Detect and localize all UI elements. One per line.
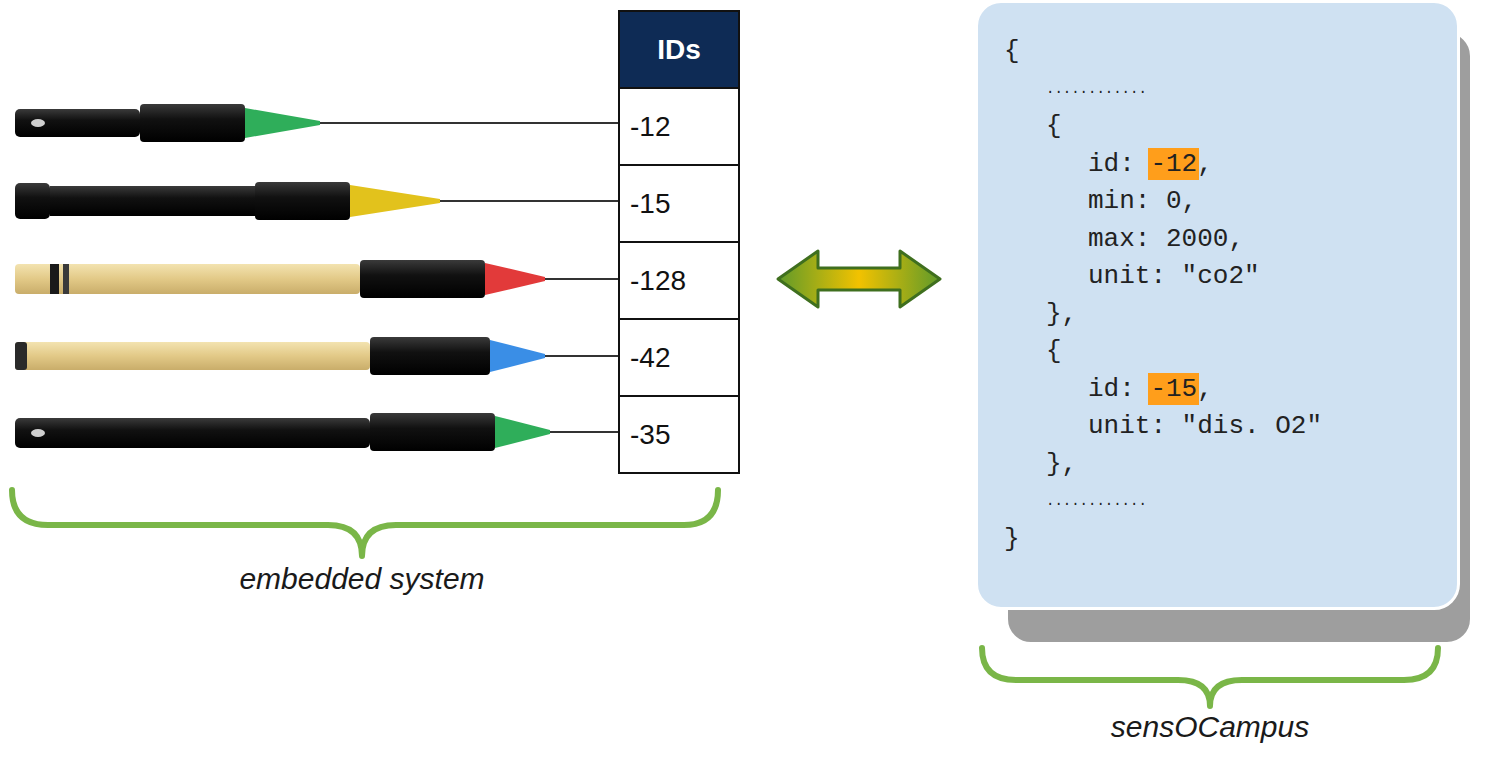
double-arrow — [778, 251, 940, 307]
code-line: unit: "co2" — [1088, 258, 1427, 296]
code-line: }, — [1046, 296, 1427, 334]
probe — [15, 104, 320, 142]
code-line: { — [1046, 108, 1427, 146]
table-cell: -15 — [620, 164, 738, 241]
probe — [15, 337, 545, 375]
code-line: { — [1046, 333, 1427, 371]
brace — [12, 490, 718, 556]
code-line: id: -12, — [1088, 146, 1427, 184]
table-cell: -12 — [620, 87, 738, 164]
probe — [15, 182, 440, 220]
code-line: max: 2000, — [1088, 221, 1427, 259]
ellipsis: ............ — [1046, 71, 1427, 109]
table-cell: -35 — [620, 395, 738, 472]
code-line: id: -15, — [1088, 371, 1427, 409]
brace — [982, 648, 1438, 706]
table-cell: -128 — [620, 241, 738, 318]
caption-label: sensOCampus — [1111, 710, 1309, 744]
ellipsis: ............ — [1046, 483, 1427, 521]
probe — [15, 413, 550, 451]
table-cell: -42 — [620, 318, 738, 395]
table-header: IDs — [620, 12, 738, 87]
highlight — [1148, 373, 1199, 405]
code-line: min: 0, — [1088, 183, 1427, 221]
code-line: }, — [1046, 446, 1427, 484]
label-holder: sensOCampus — [1111, 710, 1309, 744]
probe-wires — [320, 123, 618, 432]
json-card: {............{id: -12,min: 0,max: 2000,u… — [975, 0, 1460, 610]
code-line: { — [1004, 33, 1427, 71]
caption-label: embedded system — [239, 562, 484, 596]
label-holder: embedded system — [239, 562, 484, 596]
code-line: } — [1004, 521, 1427, 559]
code-line: unit: "dis. O2" — [1088, 408, 1427, 446]
probe — [15, 260, 545, 298]
highlight — [1148, 148, 1199, 180]
id-table: IDs-12-15-128-42-35 — [618, 10, 740, 474]
